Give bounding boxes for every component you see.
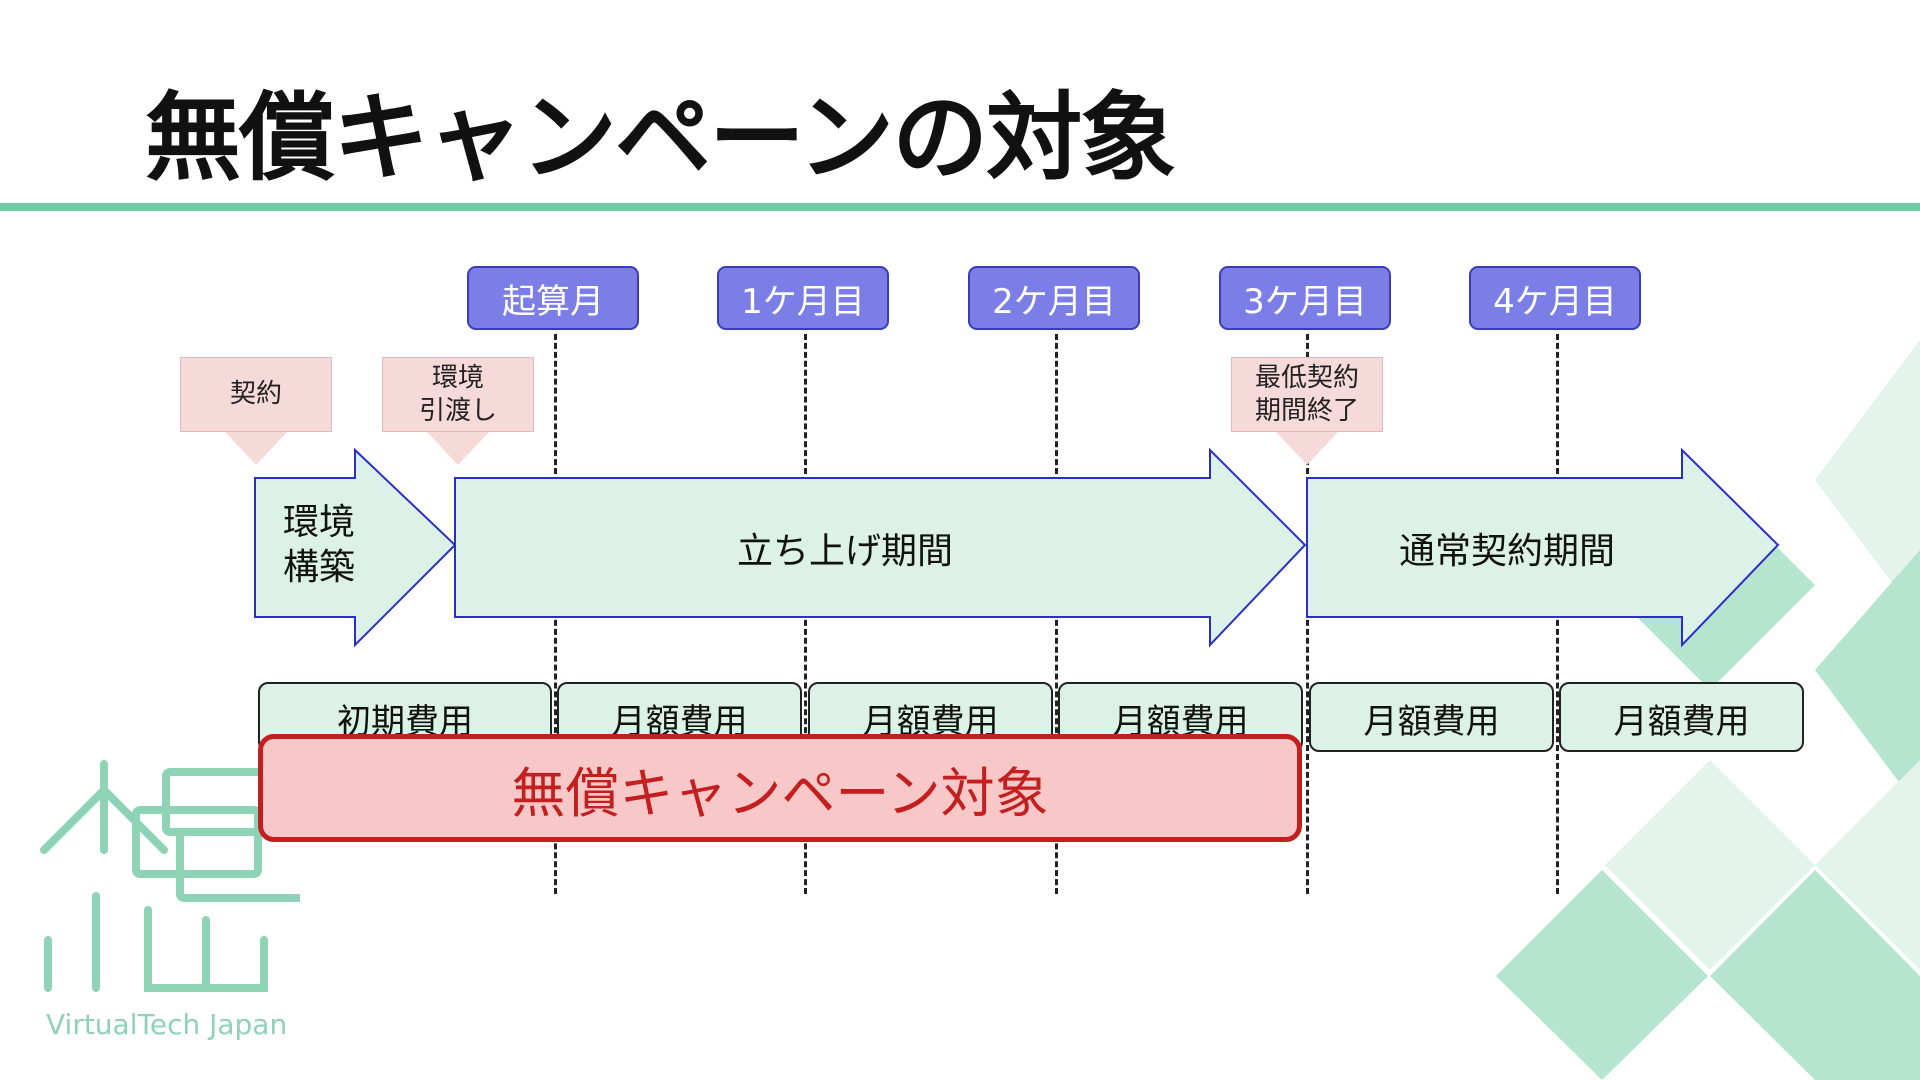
- campaign-target-label: 無償キャンペーン対象: [511, 761, 1049, 825]
- fee-box-monthly: 月額費用: [1309, 682, 1554, 752]
- month-label: 起算月: [467, 266, 639, 330]
- callout-handover: 環境 引渡し: [382, 357, 534, 432]
- phase-arrow-startup: [454, 447, 1307, 648]
- callout-arrow: [225, 432, 287, 465]
- month-label: 3ケ月目: [1219, 266, 1391, 330]
- phase-arrow-normal: [1306, 447, 1780, 648]
- phase-label-normal: 通常契約期間: [1398, 531, 1615, 572]
- callout-minimum-term-end: 最低契約 期間終了: [1231, 357, 1383, 432]
- brand-name: VirtualTech Japan: [46, 1008, 288, 1041]
- callout-arrow: [427, 432, 489, 465]
- month-label: 1ケ月目: [717, 266, 889, 330]
- phase-label-build: 環境 構築: [283, 502, 356, 588]
- month-label: 4ケ月目: [1469, 266, 1641, 330]
- campaign-target-box: 無償キャンペーン対象: [258, 734, 1302, 842]
- title-divider: [0, 203, 1920, 211]
- callout-contract: 契約: [180, 357, 332, 432]
- month-label: 2ケ月目: [968, 266, 1140, 330]
- callout-arrow: [1276, 432, 1338, 465]
- brand-logo-icon: [40, 760, 300, 992]
- fee-box-monthly: 月額費用: [1559, 682, 1804, 752]
- phase-label-startup: 立ち上げ期間: [736, 531, 953, 572]
- page-title: 無償キャンペーンの対象: [145, 82, 1176, 194]
- phase-arrow-build: [254, 447, 457, 648]
